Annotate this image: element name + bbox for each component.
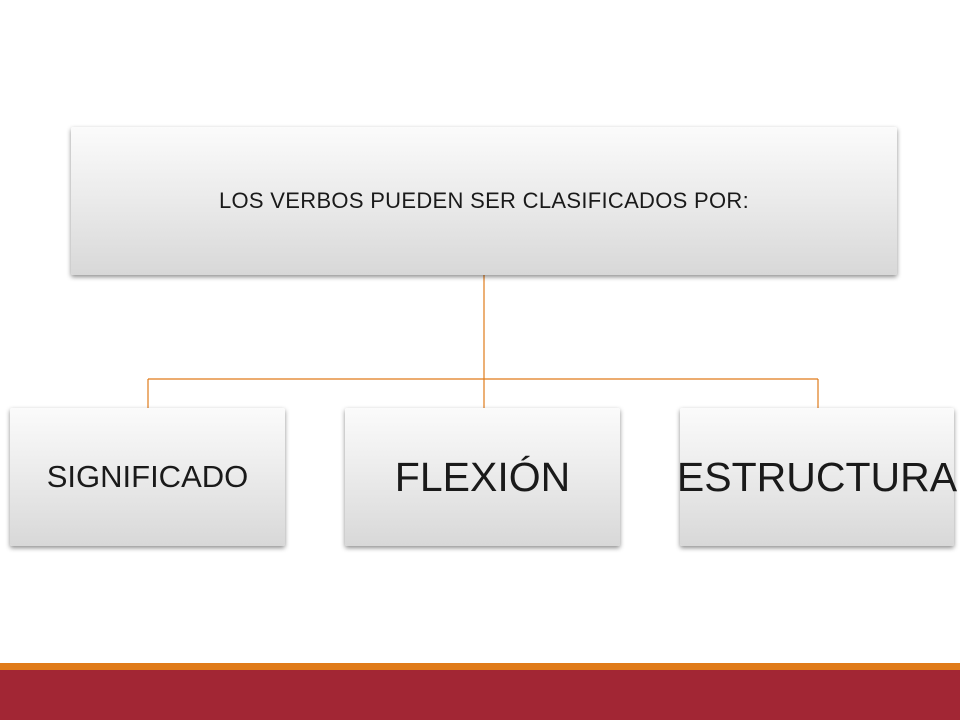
footer-bar (0, 670, 960, 720)
child-node-flexion: FLEXIÓN (345, 408, 620, 546)
child-node-estructura: ESTRUCTURA (676, 408, 958, 546)
root-node: LOS VERBOS PUEDEN SER CLASIFICADOS POR: (71, 127, 897, 275)
child-node-label: FLEXIÓN (394, 453, 571, 500)
root-node-label: LOS VERBOS PUEDEN SER CLASIFICADOS POR: (218, 188, 750, 213)
child-node-label: SIGNIFICADO (46, 459, 249, 494)
footer-accent-line (0, 663, 960, 670)
child-node-label: ESTRUCTURA (676, 453, 958, 500)
child-node-significado: SIGNIFICADO (10, 408, 285, 546)
